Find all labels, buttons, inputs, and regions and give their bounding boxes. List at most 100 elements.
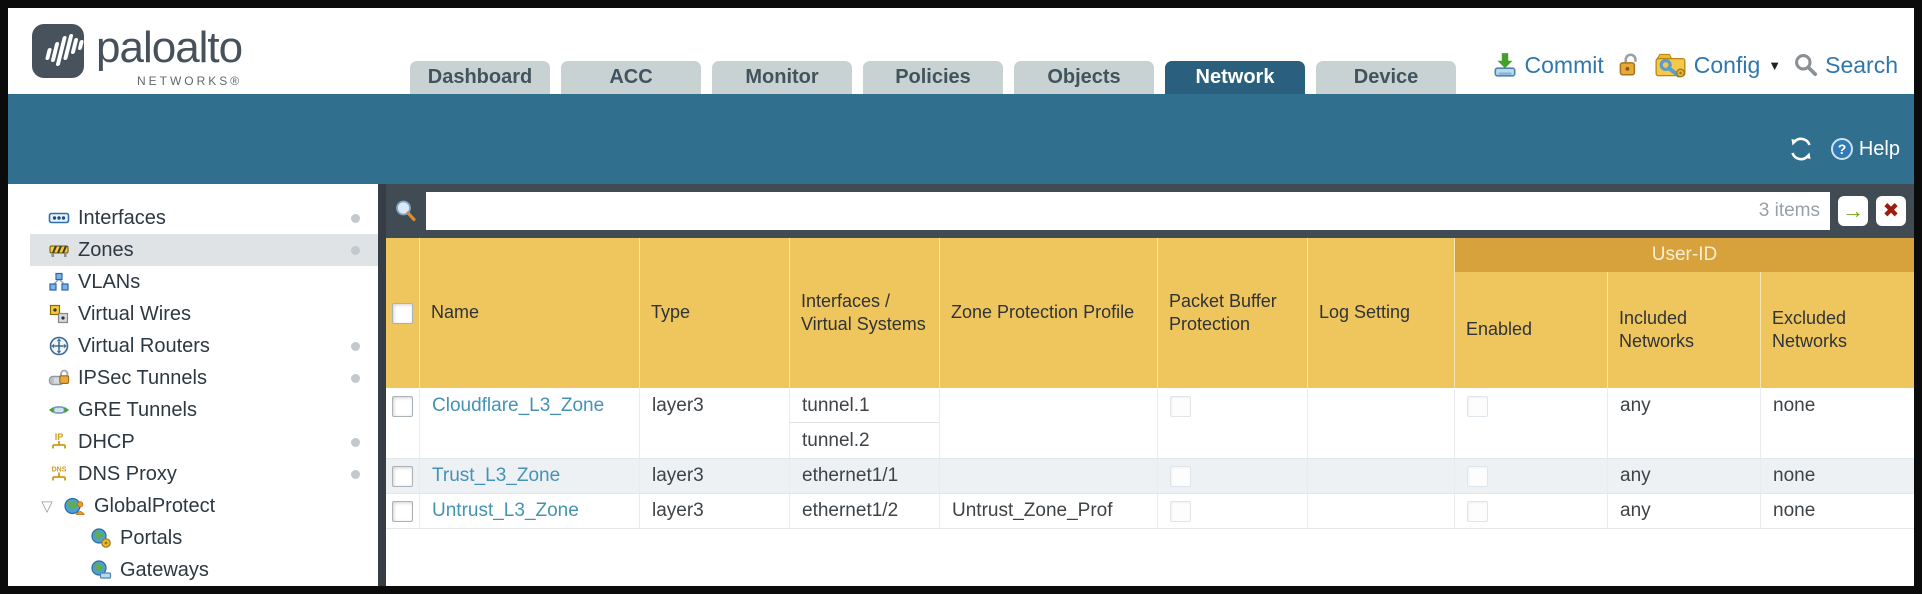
tab-device[interactable]: Device [1316,61,1456,94]
col-header-type[interactable]: Type [640,238,790,388]
dhcp-icon: IP [48,431,70,453]
zone-protection-profile-cell [940,459,1158,493]
table-row[interactable]: Trust_L3_Zone layer3 ethernet1/1 any non… [386,459,1914,494]
sidebar-item-virtual-wires[interactable]: Virtual Wires [30,298,378,330]
top-bar: paloalto NETWORKS® Dashboard ACC Monitor… [8,8,1914,94]
sidebar-item-label: DHCP [78,430,135,453]
tab-network[interactable]: Network [1165,61,1305,94]
sidebar-item-portals[interactable]: Portals [30,522,378,554]
sidebar-item-ipsec-tunnels[interactable]: IPSec Tunnels [30,362,378,394]
config-button[interactable]: Config ▼ [1654,50,1781,80]
commit-icon [1491,51,1519,79]
globalprotect-icon [64,495,86,517]
help-button[interactable]: ? Help [1830,137,1900,161]
zone-name-link[interactable]: Trust_L3_Zone [432,465,561,486]
log-setting-cell [1308,459,1455,493]
packet-buffer-protection-cell [1158,388,1308,458]
col-header-name[interactable]: Name [420,238,640,388]
interface-entry: tunnel.1 [790,388,939,423]
log-setting-cell [1308,494,1455,528]
ipsec-tunnels-icon [48,367,70,389]
user-id-enabled-checkbox[interactable] [1467,465,1488,487]
sidebar-item-gre-tunnels[interactable]: GRE Tunnels [30,394,378,426]
main-nav-tabs: Dashboard ACC Monitor Policies Objects N… [410,61,1456,94]
sidebar-item-label: GRE Tunnels [78,398,197,421]
zone-protection-profile-cell: Untrust_Zone_Prof [940,494,1158,528]
zone-interfaces-cell: ethernet1/1 [790,459,940,493]
close-icon: ✖ [1882,200,1900,222]
excluded-networks-cell: none [1773,465,1816,486]
col-header-excluded-networks[interactable]: Excluded Networks [1772,307,1848,351]
item-dot [351,214,360,223]
table-row[interactable]: Untrust_L3_Zone layer3 ethernet1/2 Untru… [386,494,1914,529]
logo-networks-label: NETWORKS® [136,74,243,88]
sidebar-item-vlans[interactable]: VLANs [30,266,378,298]
sidebar-item-interfaces[interactable]: Interfaces [30,202,378,234]
included-networks-cell: any [1608,459,1761,493]
tab-objects[interactable]: Objects [1014,61,1154,94]
user-id-enabled-checkbox[interactable] [1467,500,1488,522]
row-checkbox[interactable] [392,465,413,487]
packet-buffer-checkbox[interactable] [1170,396,1191,417]
col-header-enabled[interactable]: Enabled [1455,238,1608,388]
zone-name-link[interactable]: Untrust_L3_Zone [432,500,579,521]
packet-buffer-protection-cell [1158,494,1308,528]
config-label: Config [1693,51,1761,78]
filter-row: 3 items → ✖ [386,184,1914,238]
zones-table-body: Cloudflare_L3_Zone layer3 tunnel.1 tunne… [386,388,1914,529]
packet-buffer-checkbox[interactable] [1170,500,1191,522]
col-header-included-networks[interactable]: Included Networks [1608,238,1761,388]
sidebar-item-label: VLANs [78,270,141,293]
row-checkbox[interactable] [392,396,413,417]
item-dot [351,470,360,479]
tab-policies[interactable]: Policies [863,61,1003,94]
user-id-group-header: User-ID [1455,238,1914,272]
user-id-enabled-cell [1455,494,1608,528]
row-checkbox-cell [386,388,420,458]
zone-interfaces-cell: tunnel.1 tunnel.2 [790,388,940,458]
zone-name-link[interactable]: Cloudflare_L3_Zone [432,395,605,416]
zone-type-cell: layer3 [640,459,790,493]
col-header-zone-protection-profile[interactable]: Zone Protection Profile [940,238,1158,388]
zone-protection-profile-cell [940,388,1158,458]
filter-input[interactable] [426,192,1830,230]
expander-triangle-icon[interactable]: ▽ [41,498,53,515]
right-arrow-icon: → [1842,198,1864,223]
sidebar-item-dhcp[interactable]: IP DHCP [30,426,378,458]
item-dot [351,374,360,383]
sidebar-item-label: Portals [120,526,183,549]
svg-text:DNS: DNS [52,467,67,474]
clear-filter-button[interactable]: ✖ [1876,196,1906,226]
table-row[interactable]: Cloudflare_L3_Zone layer3 tunnel.1 tunne… [386,388,1914,459]
select-all-checkbox[interactable] [392,302,413,324]
tab-dashboard[interactable]: Dashboard [410,61,550,94]
refresh-icon[interactable] [1788,136,1814,162]
user-id-enabled-checkbox[interactable] [1467,396,1488,417]
commit-button[interactable]: Commit [1491,51,1604,79]
sidebar-item-globalprotect[interactable]: ▽ GlobalProtect [30,490,378,522]
sidebar-item-gateways[interactable]: Gateways [30,554,378,586]
lock-icon[interactable] [1616,51,1642,79]
search-button[interactable]: Search [1793,52,1898,79]
help-label: Help [1858,137,1900,160]
sidebar-item-label: IPSec Tunnels [78,366,207,389]
col-header-packet-buffer-protection[interactable]: Packet Buffer Protection [1158,238,1308,388]
apply-filter-button[interactable]: → [1838,196,1868,226]
col-header-log-setting[interactable]: Log Setting [1308,238,1455,388]
sidebar-item-zones[interactable]: Zones [30,234,378,266]
app-window: paloalto NETWORKS® Dashboard ACC Monitor… [8,8,1914,586]
virtual-wires-icon [48,303,70,325]
tab-monitor[interactable]: Monitor [712,61,852,94]
tab-acc[interactable]: ACC [561,61,701,94]
packet-buffer-checkbox[interactable] [1170,465,1191,487]
chevron-down-icon: ▼ [1768,57,1782,73]
sidebar-item-dns-proxy[interactable]: DNS DNS Proxy [30,458,378,490]
zones-table-header: User-ID Name Type Interfaces / Virtual S… [386,238,1914,388]
interfaces-icon [48,207,70,229]
row-checkbox[interactable] [392,500,413,522]
item-dot [351,342,360,351]
header-cells: Name Type Interfaces / Virtual Systems Z… [386,238,1914,388]
logo-text-block: paloalto NETWORKS® [96,24,243,89]
col-header-interfaces[interactable]: Interfaces / Virtual Systems [790,238,940,388]
sidebar-item-virtual-routers[interactable]: Virtual Routers [30,330,378,362]
